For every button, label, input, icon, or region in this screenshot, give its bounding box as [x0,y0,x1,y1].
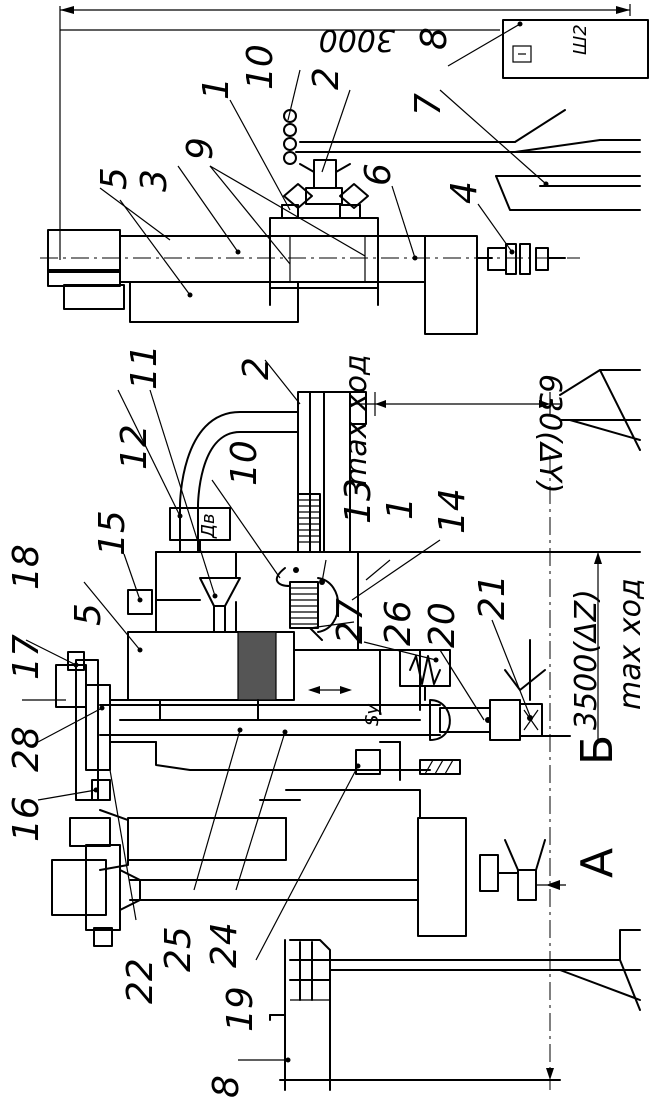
label-15: 15 [92,510,133,556]
label-8-top: 8 [414,27,455,50]
view-b-label: Б [572,735,623,765]
label-5-main: 5 [68,603,109,626]
label-16: 16 [6,796,47,842]
dy-value: 630(ΔY) [532,374,567,494]
view-a-label: А [572,848,623,878]
number-labels: 3000 8 Ш2 10 2 1 7 9 6 3 5 4 11 2 max хо… [6,22,648,1098]
label-1-top: 1 [196,77,237,100]
dz-note: max ход [613,578,648,710]
label-10-top: 10 [240,44,281,90]
ram-5-plan [129,281,299,323]
drive-block-6 [424,235,478,335]
gear-13 [275,567,340,641]
cabinet-label: Ш2 [570,24,591,55]
label-17: 17 [6,634,47,680]
label-5-top: 5 [94,167,135,190]
dy-note: max ход [339,354,374,486]
label-26: 26 [378,600,419,646]
main-assembly [22,359,641,1091]
label-1-main: 1 [380,497,421,520]
feed-label: Sy [362,704,383,726]
label-14: 14 [432,488,473,534]
label-25: 25 [158,926,199,972]
top-assembly [40,4,649,335]
label-27: 27 [330,598,371,644]
column-22 [69,817,111,847]
clamp-hatch [419,759,461,775]
dz-value: 3500(ΔZ) [569,589,604,730]
ram-5-main [127,631,295,701]
head-stack-17 [55,664,87,708]
label-2-top: 2 [306,67,347,90]
dim-3000: 3000 [319,22,395,57]
motor-label: Дв [198,513,219,539]
label-19: 19 [220,986,261,1032]
label-24: 24 [204,922,245,968]
tool-magazine-chain [283,109,297,165]
label-4: 4 [444,181,485,204]
label-21: 21 [472,574,513,620]
label-13: 13 [338,478,379,524]
label-9: 9 [180,137,221,160]
label-28: 28 [6,726,47,772]
label-12: 12 [114,424,155,470]
label-8-bottom: 8 [206,1075,247,1098]
label-7: 7 [408,93,449,116]
label-3: 3 [134,169,175,192]
sensor-15 [127,589,153,615]
label-2-main: 2 [236,357,277,380]
label-18: 18 [6,544,47,590]
label-11: 11 [124,344,165,390]
label-6: 6 [358,163,399,186]
label-20: 20 [422,602,463,648]
cabinet-sh2 [502,19,649,79]
label-10-main: 10 [224,440,265,486]
label-22: 22 [120,958,161,1004]
